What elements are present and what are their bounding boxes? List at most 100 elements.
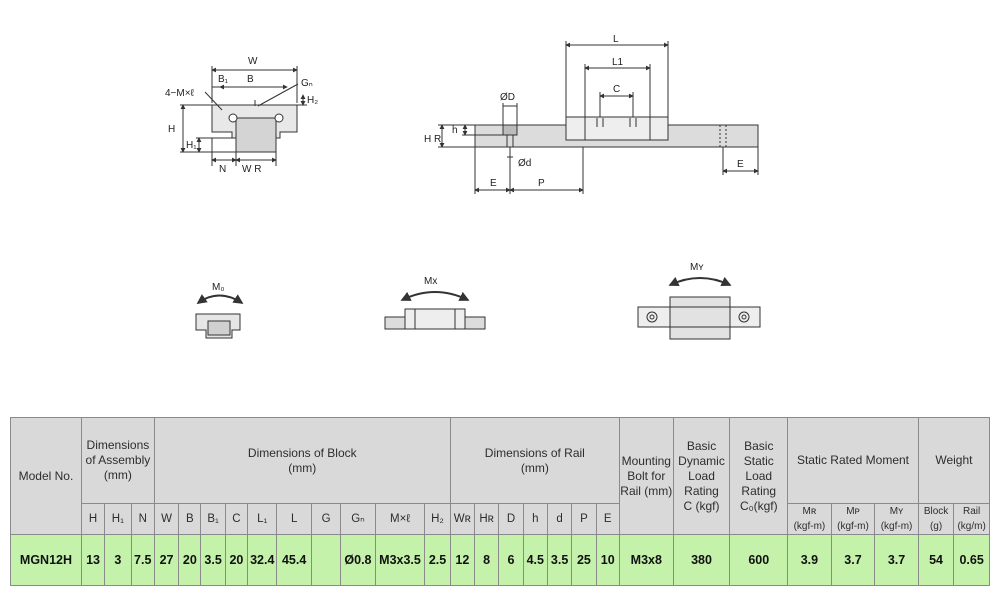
cell-g [310, 534, 342, 586]
subheader-rail-weight-unit: (kg/m) [957, 521, 986, 532]
header-static-title: Basic Static Load Rating [741, 438, 777, 498]
subheader-rail-weight: Rail (kg/m) [953, 503, 990, 535]
subheader-d-large: D [498, 503, 524, 535]
cell-l1: 32.4 [247, 534, 278, 586]
cross-section-labels: W B₁ B Gₙ 4−M×ℓ H H₁ H₂ N W R [165, 56, 318, 175]
subheader-mp: Mᴘ(kgf-m) [830, 503, 876, 535]
cell-static-load: 600 [729, 534, 789, 586]
subheader-p: P [571, 503, 597, 535]
header-block-dimensions: Dimensions of Block(mm) [153, 417, 451, 504]
subheader-block-weight: Block (g) [917, 503, 955, 535]
dim-label-hr: H R [424, 134, 441, 145]
cell-mp: 3.7 [830, 534, 876, 586]
drawings-svg: W B₁ B Gₙ 4−M×ℓ H H₁ H₂ N W R [165, 34, 761, 340]
dim-label-d-small: Ød [518, 158, 531, 169]
cell-h-small: 4.5 [522, 534, 548, 586]
side-view-labels: L L1 C ØD Ød H R h E P E [424, 34, 744, 189]
subheader-my-label: Mʏ [889, 506, 904, 517]
cell-h1: 3 [104, 534, 132, 586]
cell-gn: Ø0.8 [340, 534, 376, 586]
dim-label-d-large: ØD [500, 92, 515, 103]
header-static-moment: Static Rated Moment [787, 417, 919, 504]
header-block-title: Dimensions of Block [247, 445, 357, 460]
subheader-block-weight-label: Block [923, 506, 949, 517]
header-assembly-dimensions: Dimensions of Assembly (mm) [80, 417, 155, 504]
cell-b: 20 [178, 534, 202, 586]
side-view [438, 41, 759, 194]
dim-label-p: P [538, 178, 545, 189]
cross-section-view [180, 66, 307, 166]
moment-label-my: Mʏ [690, 262, 704, 273]
moment-m0-diagram [195, 294, 244, 339]
cell-hr: 8 [473, 534, 500, 586]
moment-mx-diagram [384, 291, 486, 330]
header-mounting-bolt: Mounting Bolt for Rail (mm) [618, 417, 674, 535]
subheader-my-unit: (kgf-m) [880, 521, 913, 532]
subheader-g: G [310, 503, 342, 535]
subheader-rail-weight-label: Rail [963, 506, 981, 517]
subheader-my: Mʏ (kgf-m) [874, 503, 919, 535]
dim-label-mxl: 4−M×ℓ [165, 88, 195, 99]
header-static-unit: C₀(kgf) [739, 498, 778, 513]
cell-d-small: 3.5 [546, 534, 573, 586]
cell-e: 10 [595, 534, 620, 586]
dim-label-e-left: E [490, 178, 497, 189]
cell-bolt: M3x8 [618, 534, 674, 586]
cell-h2: 2.5 [424, 534, 451, 586]
specification-table: Model No. Dimensions of Assembly (mm) Di… [10, 417, 991, 586]
cell-wr: 12 [449, 534, 476, 586]
subheader-l1: L₁ [247, 503, 278, 535]
dim-label-wr: W R [242, 164, 261, 175]
subheader-c: C [224, 503, 249, 535]
subheader-h: H [80, 503, 106, 535]
dim-label-c: C [613, 84, 620, 95]
table-header-row: Model No. Dimensions of Assembly (mm) Di… [10, 417, 991, 535]
cell-mr: 3.9 [787, 534, 832, 586]
cell-d-large: 6 [498, 534, 524, 586]
subheader-h1: H₁ [104, 503, 132, 535]
moment-my-diagram [637, 276, 761, 340]
dim-label-l1: L1 [612, 57, 624, 68]
cell-rail-weight: 0.65 [953, 534, 990, 586]
dim-label-b1: B₁ [218, 74, 229, 85]
cell-c: 20 [224, 534, 249, 586]
table-subheader-row: H H₁ N W B B₁ C L₁ L G Gₙ M×ℓ H₂ Wʀ Hʀ D… [11, 503, 990, 535]
cell-w: 27 [153, 534, 180, 586]
subheader-block-weight-unit: (g) [929, 521, 943, 532]
header-rail-title: Dimensions of Rail [484, 445, 585, 460]
subheader-mr-label: Mʀ [802, 506, 817, 517]
subheader-mp-label: Mᴘ [846, 506, 860, 517]
header-block-unit: (mm) [288, 460, 317, 475]
subheader-l: L [276, 503, 312, 535]
cell-h: 13 [80, 534, 106, 586]
technical-drawings: W B₁ B Gₙ 4−M×ℓ H H₁ H₂ N W R [165, 34, 761, 340]
subheader-mr: Mʀ (kgf-m) [787, 503, 832, 535]
subheader-n: N [130, 503, 155, 535]
subheader-mr-unit: (kgf-m) [793, 521, 826, 532]
subheader-wr: Wʀ [449, 503, 476, 535]
cell-model: MGN12H [10, 534, 82, 586]
header-dynamic-title: Basic Dynamic Load Rating [678, 438, 725, 498]
header-weight: Weight [917, 417, 991, 504]
header-model-no: Model No. [10, 417, 82, 535]
dim-label-h1: H₁ [186, 140, 197, 151]
dim-label-h-small: h [452, 125, 458, 136]
header-rail-unit: (mm) [520, 460, 549, 475]
subheader-hr: Hʀ [473, 503, 500, 535]
cell-block-weight: 54 [917, 534, 955, 586]
header-rail-dimensions: Dimensions of Rail(mm) [449, 417, 620, 504]
table-row: MGN12H 13 3 7.5 27 20 3.5 20 32.4 45.4 Ø… [10, 534, 990, 586]
cell-n: 7.5 [130, 534, 155, 586]
dim-label-h: H [168, 124, 175, 135]
subheader-mxl: M×ℓ [374, 503, 426, 535]
cell-b1: 3.5 [200, 534, 226, 586]
dim-label-gn: Gₙ [301, 78, 313, 89]
subheader-w: W [153, 503, 180, 535]
dim-label-b: B [247, 74, 254, 85]
subheader-gn: Gₙ [340, 503, 376, 535]
moment-label-m0: M₀ [212, 282, 224, 293]
dim-label-n: N [219, 164, 226, 175]
cell-l: 45.4 [276, 534, 312, 586]
